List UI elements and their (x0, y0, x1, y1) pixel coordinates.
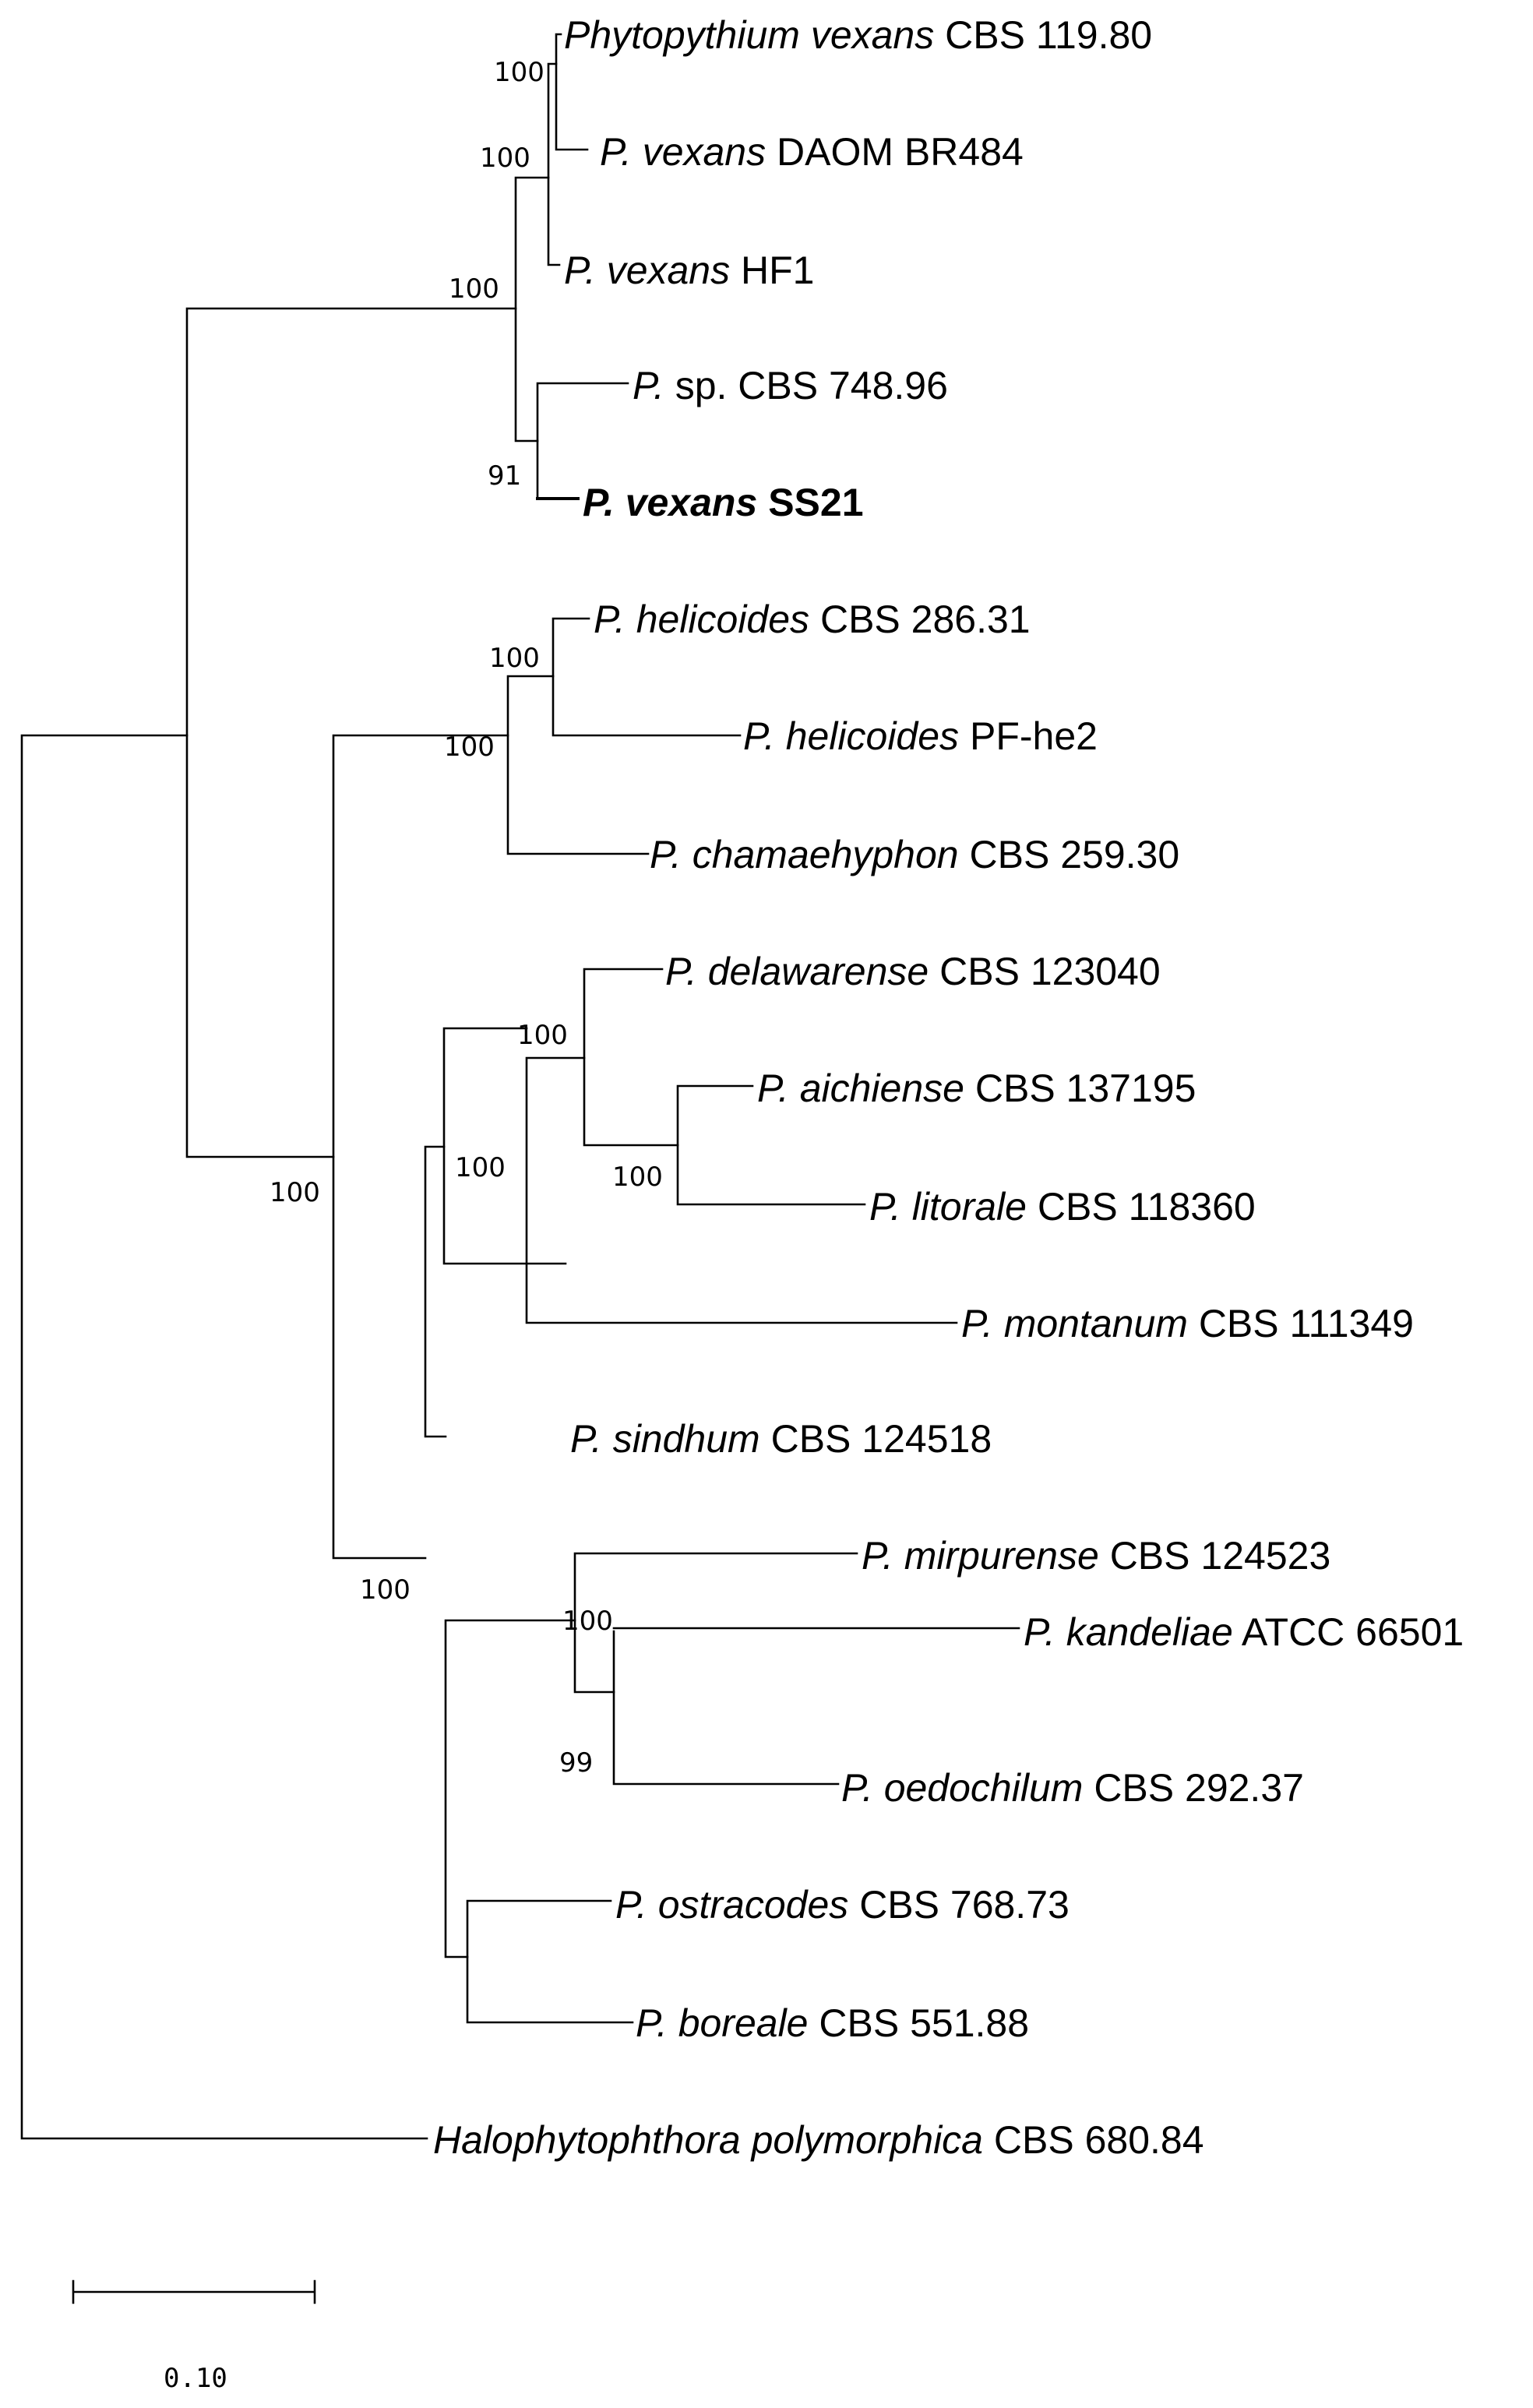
leaf-label: P. sindhum CBS 124518 (570, 1417, 992, 1461)
strain-id: HF1 (741, 249, 814, 292)
scale-bar-line (72, 2279, 316, 2304)
bootstrap-value: 100 (444, 732, 495, 763)
taxon-name: P. helicoides (594, 598, 809, 641)
branch-delawarense-montanum (442, 1027, 567, 1265)
taxon-name: P. vexans (583, 481, 757, 524)
branch-montanum (525, 1056, 958, 1324)
taxon-name: P. vexans (564, 249, 730, 292)
branch-sp-ss21 (536, 382, 629, 500)
strain-id: CBS 111349 (1199, 1302, 1414, 1345)
taxon-name: P. ostracodes (615, 1883, 848, 1927)
bootstrap-value: 100 (480, 143, 530, 174)
branch-aichiense-litorale (676, 1084, 866, 1206)
strain-id: CBS 123040 (939, 950, 1161, 993)
bootstrap-value: 91 (488, 460, 521, 492)
bootstrap-value: 100 (562, 1606, 613, 1637)
leaf-label-highlighted: P. vexans SS21 (583, 481, 864, 524)
strain-id: CBS 259.30 (970, 833, 1180, 876)
bootstrap-value: 100 (489, 643, 540, 674)
scale-bar-label: 0.10 (164, 2363, 227, 2394)
leaf-label: P. boreale CBS 551.88 (636, 2001, 1029, 2045)
taxon-name: P. boreale (636, 2001, 808, 2045)
branch-helicoides-group (506, 675, 650, 855)
strain-id: CBS 119.80 (945, 13, 1152, 57)
bootstrap-value: 100 (494, 57, 544, 88)
branch-ostracodes-boreale (466, 1899, 634, 2024)
taxon-name: P. oedochilum (841, 1766, 1083, 1810)
taxon-name: P. sindhum (570, 1417, 760, 1461)
strain-id: PF-he2 (970, 714, 1098, 758)
taxon-name: P. vexans (600, 130, 766, 174)
leaf-label: P. helicoides CBS 286.31 (594, 598, 1031, 641)
strain-id: DAOM BR484 (777, 130, 1024, 174)
bootstrap-value: 100 (455, 1152, 506, 1183)
bootstrap-value: 100 (270, 1177, 320, 1208)
taxon-name: P. helicoides (743, 714, 959, 758)
tree-branches (20, 33, 1020, 2140)
strain-id: sp. CBS 748.96 (675, 364, 948, 407)
leaf-label: P. ostracodes CBS 768.73 (615, 1883, 1070, 1927)
taxon-name: P. (633, 364, 664, 407)
taxon-name: P. mirpurense (862, 1534, 1099, 1578)
taxon-name: Halophytophthora polymorphica (433, 2118, 983, 2162)
branch-kandeliae-oedochilum (612, 1627, 1020, 1786)
bootstrap-value: 100 (449, 273, 499, 305)
bootstrap-value: 100 (612, 1162, 663, 1193)
strain-id: CBS 118360 (1038, 1185, 1256, 1229)
strain-id: CBS 768.73 (859, 1883, 1070, 1927)
leaf-label: P. oedochilum CBS 292.37 (841, 1766, 1304, 1810)
branch-root (20, 734, 428, 2140)
bootstrap-value: 100 (360, 1574, 411, 1606)
branch-vexans-clade (514, 176, 550, 442)
bootstrap-values: 100 100 100 91 100 100 100 100 100 100 1… (270, 57, 663, 1779)
scale-bar: 0.10 (72, 2279, 316, 2394)
leaf-label: P. delawarense CBS 123040 (665, 950, 1161, 993)
branch-vexans-sub (547, 62, 561, 266)
strain-id: SS21 (768, 481, 863, 524)
strain-id: CBS 292.37 (1094, 1766, 1304, 1810)
taxon-name: P. delawarense (665, 950, 929, 993)
leaf-label: Halophytophthora polymorphica CBS 680.84 (433, 2118, 1204, 2162)
taxon-name: P. aichiense (757, 1067, 964, 1110)
strain-id: CBS 124518 (771, 1417, 992, 1461)
leaf-label: Phytopythium vexans CBS 119.80 (564, 13, 1152, 57)
taxon-name: P. chamaehyphon (650, 833, 959, 876)
taxon-name: P. kandeliae (1024, 1610, 1233, 1654)
branch-delawarense-aichiense (583, 968, 679, 1147)
branch-lower-group (444, 1619, 576, 1958)
strain-id: ATCC 66501 (1242, 1610, 1464, 1654)
branch-main-clade (332, 734, 509, 1560)
branch-ingroup (185, 307, 517, 1158)
strain-id: CBS 551.88 (819, 2001, 1029, 2045)
leaf-label: P. montanum CBS 111349 (961, 1302, 1414, 1345)
leaf-label: P. sp. CBS 748.96 (633, 364, 948, 407)
leaf-label: P. vexans HF1 (564, 249, 815, 292)
leaf-label: P. chamaehyphon CBS 259.30 (650, 833, 1179, 876)
leaf-label: P. mirpurense CBS 124523 (862, 1534, 1330, 1578)
leaf-label: P. helicoides PF-he2 (743, 714, 1098, 758)
leaf-label: P. kandeliae ATCC 66501 (1024, 1610, 1464, 1654)
strain-id: CBS 286.31 (820, 598, 1031, 641)
bootstrap-value: 99 (559, 1747, 593, 1779)
strain-id: CBS 680.84 (994, 2118, 1204, 2162)
leaf-label: P. vexans DAOM BR484 (600, 130, 1024, 174)
branch-mirpurense (573, 1552, 858, 1694)
strain-id: CBS 124523 (1110, 1534, 1331, 1578)
taxon-name: Phytopythium vexans (564, 13, 934, 57)
leaf-label: P. litorale CBS 118360 (869, 1185, 1256, 1229)
branch-helicoides-pair (552, 617, 742, 737)
strain-id: CBS 137195 (975, 1067, 1196, 1110)
leaf-labels: Phytopythium vexans CBS 119.80 P. vexans… (433, 13, 1464, 2162)
taxon-name: P. litorale (869, 1185, 1027, 1229)
branch-vexans-pair (555, 33, 589, 151)
bootstrap-value: 100 (517, 1020, 568, 1051)
taxon-name: P. montanum (961, 1302, 1188, 1345)
leaf-label: P. aichiense CBS 137195 (757, 1067, 1196, 1110)
branch-upper-group (424, 1145, 447, 1438)
